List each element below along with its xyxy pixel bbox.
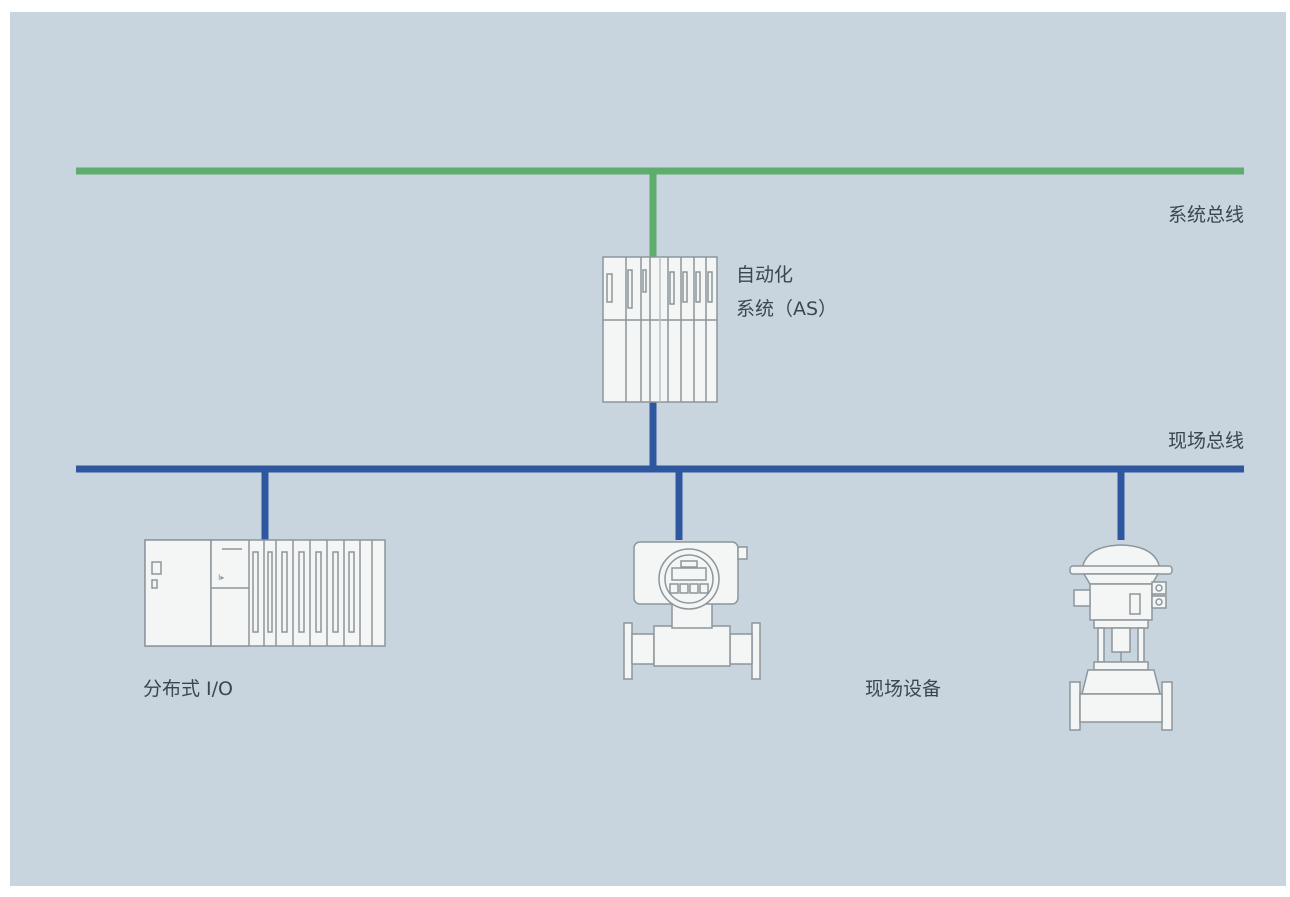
automation-system-label-line2: 系统（AS） [736, 298, 838, 320]
plc-rack-icon [602, 256, 718, 403]
io-module-rack-icon: I▸ [144, 539, 386, 647]
system-bus-label: 系统总线 [1167, 204, 1244, 226]
field-devices-label: 现场设备 [865, 678, 942, 700]
network-diagram: I▸ [10, 12, 1286, 886]
distributed-io-label: 分布式 I/O [143, 678, 233, 700]
control-valve-icon [1069, 544, 1173, 731]
diagram-canvas: I▸ [10, 12, 1286, 886]
automation-system-label-line1: 自动化 [736, 264, 794, 286]
svg-text:I▸: I▸ [218, 573, 224, 582]
flowmeter-icon [623, 541, 761, 680]
diagram-background [10, 12, 1286, 886]
field-bus-label: 现场总线 [1167, 430, 1244, 452]
